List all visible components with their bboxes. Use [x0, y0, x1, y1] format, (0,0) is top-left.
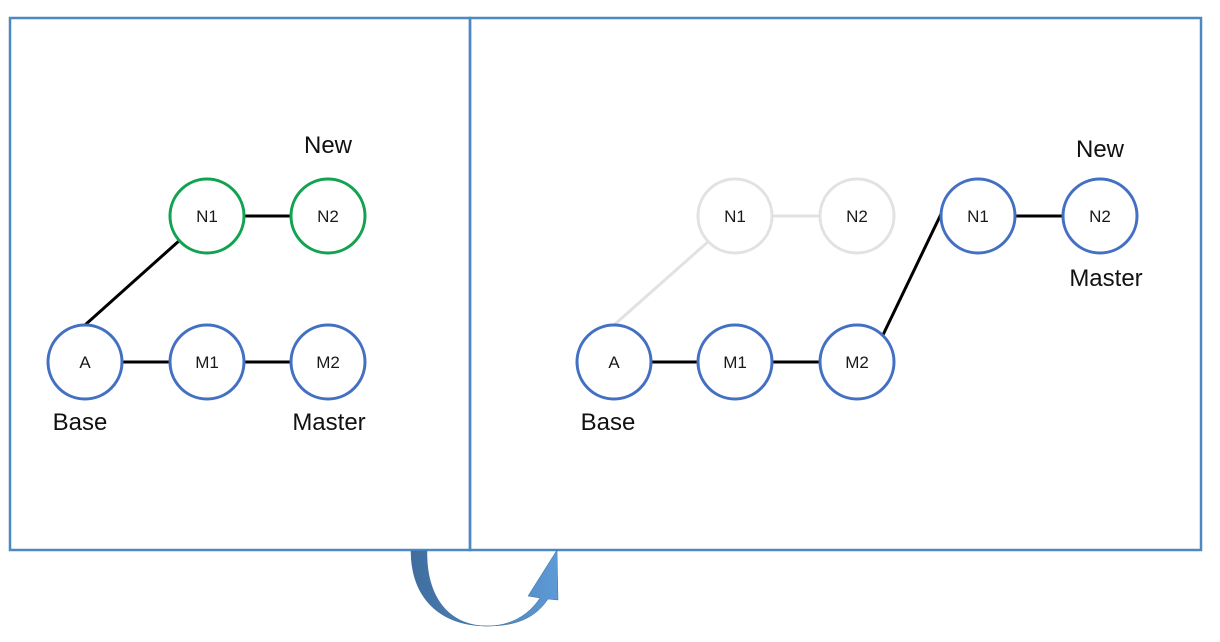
node-m2: M2	[818, 323, 896, 401]
left-panel-frame	[8, 16, 472, 552]
node-n2: N2	[289, 177, 367, 255]
edge-a-n1	[83, 238, 182, 327]
curved-arrow-icon	[410, 549, 559, 627]
right-panel: N1 N2 A M1 M2 N1 N2	[575, 136, 1143, 436]
svg-text:N2: N2	[1089, 207, 1111, 226]
svg-text:N1: N1	[196, 207, 218, 226]
node-m2: M2	[289, 323, 367, 401]
svg-text:N1: N1	[967, 207, 989, 226]
ghost-node-n1: N1	[696, 177, 774, 255]
svg-text:N2: N2	[317, 207, 339, 226]
node-a: A	[575, 323, 653, 401]
caption-master: Master	[292, 409, 365, 436]
node-n1: N1	[168, 177, 246, 255]
caption-base: Base	[581, 409, 636, 436]
node-m1: M1	[168, 323, 246, 401]
node-a: A	[46, 323, 124, 401]
svg-text:M1: M1	[195, 353, 219, 372]
node-n2: N2	[1061, 177, 1139, 255]
svg-text:N2: N2	[846, 207, 868, 226]
svg-text:M2: M2	[845, 353, 869, 372]
caption-base: Base	[53, 409, 108, 436]
svg-text:M1: M1	[723, 353, 747, 372]
left-panel: A M1 M2 N1 N2 New Base Master	[46, 132, 367, 436]
svg-text:M2: M2	[316, 353, 340, 372]
svg-text:N1: N1	[724, 207, 746, 226]
svg-text:A: A	[79, 353, 91, 372]
caption-master: Master	[1069, 265, 1142, 292]
svg-text:A: A	[608, 353, 620, 372]
ghost-edge-a-n1	[613, 238, 711, 327]
ghost-node-n2: N2	[818, 177, 896, 255]
caption-new: New	[304, 132, 353, 159]
caption-new: New	[1076, 136, 1125, 163]
node-m1: M1	[696, 323, 774, 401]
node-n1: N1	[939, 177, 1017, 255]
right-panel-frame	[468, 16, 1203, 552]
edge-m2-n1	[880, 211, 944, 338]
